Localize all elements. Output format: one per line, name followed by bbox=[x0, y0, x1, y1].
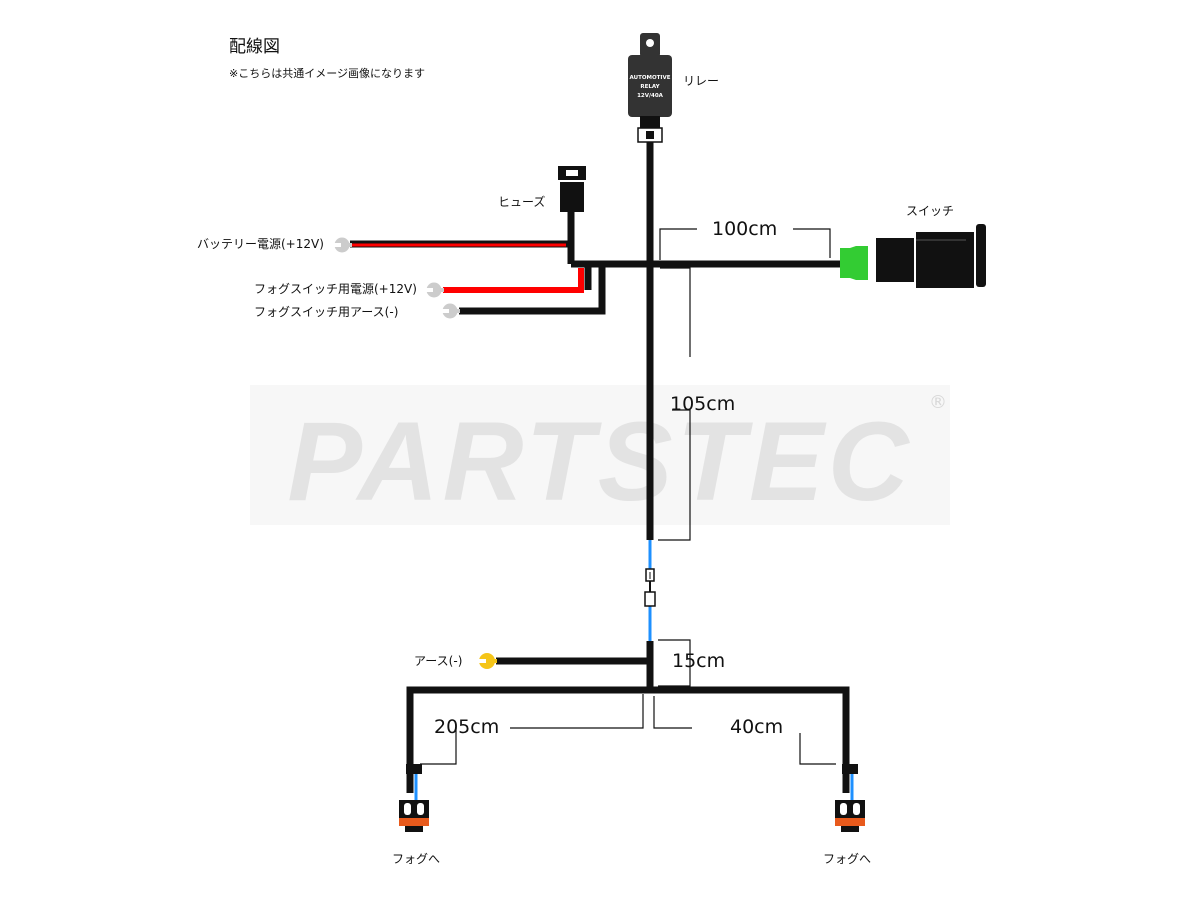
black-wires bbox=[350, 140, 850, 793]
watermark-band bbox=[250, 385, 950, 525]
battery-terminal-icon bbox=[332, 237, 352, 253]
red-wire-switch-power bbox=[443, 268, 584, 293]
ground-terminal-icon bbox=[476, 653, 497, 669]
dimension-ground-branch: 15cm bbox=[672, 650, 726, 672]
dimension-to-switch: 100cm bbox=[712, 218, 778, 240]
fog-ground-terminal-icon bbox=[440, 303, 460, 319]
watermark-registered-mark: ® bbox=[929, 392, 947, 413]
dimension-main-trunk: 105cm bbox=[670, 393, 736, 415]
fog-right-label: フォグへ bbox=[823, 852, 872, 866]
diagram-title: 配線図 bbox=[229, 37, 280, 57]
fuse-icon bbox=[558, 166, 586, 212]
dimension-lines bbox=[420, 228, 836, 765]
diagram-note: ※こちらは共通イメージ画像になります bbox=[229, 67, 425, 80]
battery-power-label: バッテリー電源(+12V) bbox=[197, 237, 324, 251]
watermark-text: PARTSTEC bbox=[287, 399, 912, 524]
switch-label: スイッチ bbox=[906, 204, 955, 218]
fog-connector-right-icon bbox=[835, 764, 865, 832]
relay-icon: AUTOMOTIVE RELAY 12V/40A bbox=[628, 33, 672, 143]
switch-icon bbox=[840, 224, 986, 288]
fuse-label: ヒューズ bbox=[498, 195, 546, 209]
fog-power-terminal-icon bbox=[424, 282, 444, 298]
relay-print-line2: RELAY bbox=[640, 84, 660, 90]
fog-left-label: フォグへ bbox=[392, 852, 441, 866]
dimension-right-fog: 40cm bbox=[730, 716, 784, 738]
fog-switch-power-label: フォグスイッチ用電源(+12V) bbox=[254, 282, 417, 296]
relay-print-line3: 12V/40A bbox=[637, 93, 664, 99]
relay-print-line1: AUTOMOTIVE bbox=[630, 75, 671, 81]
fog-connector-left-icon bbox=[399, 764, 429, 832]
fog-switch-ground-label: フォグスイッチ用アース(-) bbox=[254, 305, 399, 319]
inline-connector bbox=[644, 568, 656, 607]
ground-label: アース(-) bbox=[414, 654, 463, 668]
relay-label: リレー bbox=[683, 74, 720, 88]
dimension-left-fog: 205cm bbox=[434, 716, 500, 738]
